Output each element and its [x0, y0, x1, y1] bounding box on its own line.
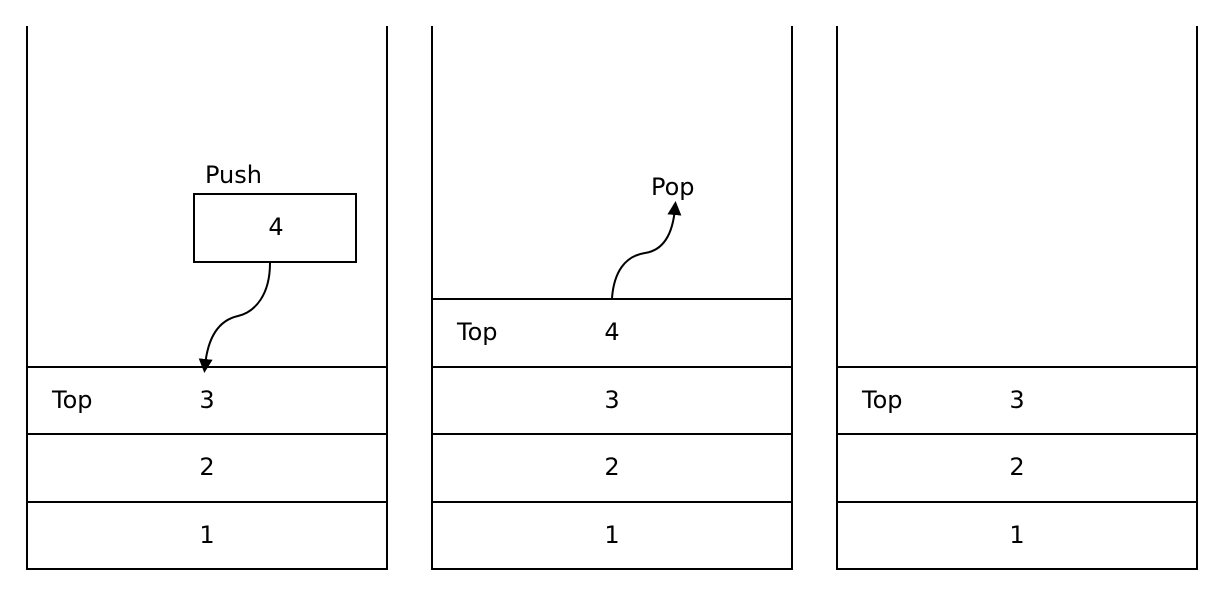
pop-label: Pop: [651, 173, 695, 201]
stack-cell: Top 4: [433, 298, 791, 366]
stack-cell: 1: [28, 501, 386, 569]
top-label: Top: [457, 318, 498, 346]
stack-cell: Top 3: [28, 366, 386, 434]
stack-push-before: Push 4 Top 3 2 1: [26, 26, 388, 570]
cell-value: 3: [604, 386, 620, 414]
top-label: Top: [52, 386, 93, 414]
stack-cell: 2: [838, 433, 1196, 501]
cell-value: 3: [1009, 386, 1025, 414]
cell-value: 1: [604, 521, 620, 549]
push-element-value: 4: [268, 213, 284, 241]
cell-value: 1: [1009, 521, 1025, 549]
stack-cell: 1: [433, 501, 791, 569]
cell-value: 1: [199, 521, 215, 549]
top-label: Top: [862, 386, 903, 414]
push-element-box: 4: [193, 193, 357, 263]
stack-cell: Top 3: [838, 366, 1196, 434]
stack-cell: 3: [433, 366, 791, 434]
stack-cell: 1: [838, 501, 1196, 569]
stack-cell: 2: [433, 433, 791, 501]
cell-value: 2: [199, 453, 215, 481]
stack-after-pop: Top 3 2 1: [836, 26, 1198, 570]
cell-value: 2: [604, 453, 620, 481]
stack-cell: 2: [28, 433, 386, 501]
cell-value: 4: [604, 318, 620, 346]
stack-pop: Pop Top 4 3 2 1: [431, 26, 793, 570]
cell-value: 3: [199, 386, 215, 414]
cell-value: 2: [1009, 453, 1025, 481]
push-label: Push: [205, 161, 262, 189]
